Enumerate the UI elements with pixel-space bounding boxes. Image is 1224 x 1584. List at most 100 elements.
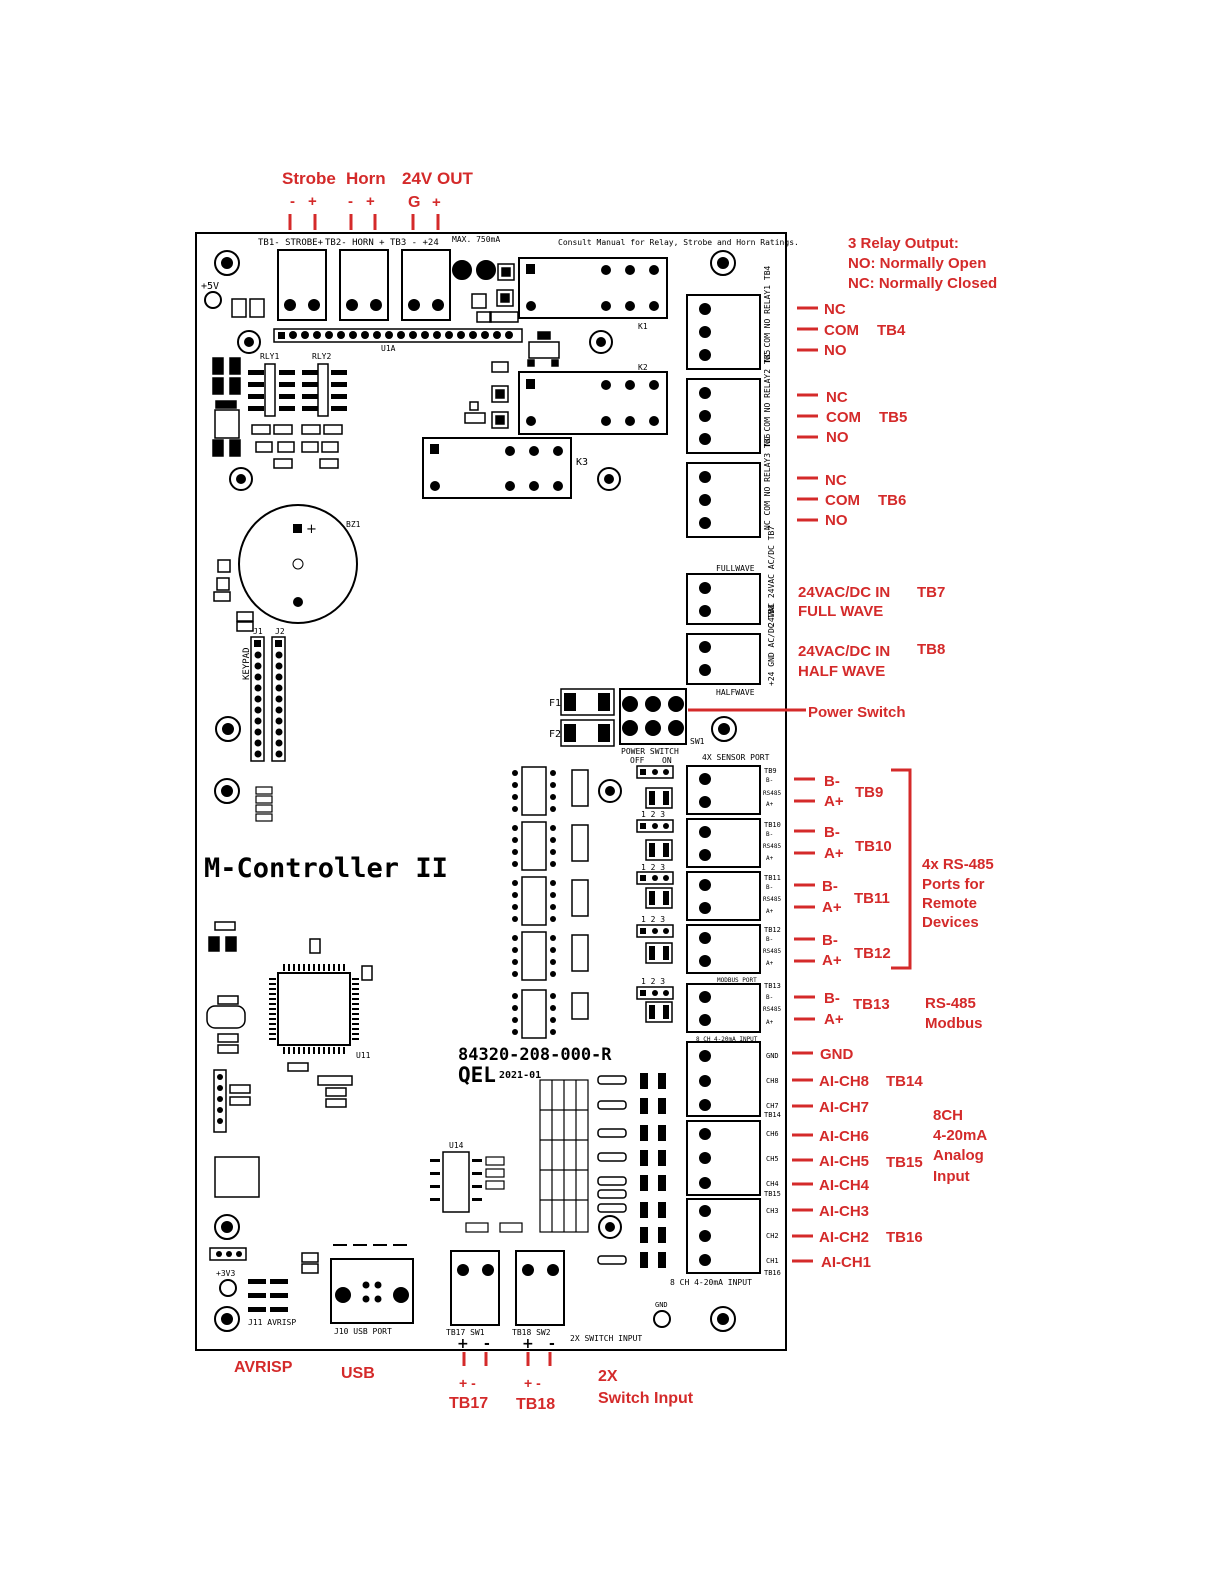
relay-output-nc: NC: Normally Closed <box>848 275 997 292</box>
switch-terminals: + - + - <box>450 1250 565 1352</box>
fullwave-label: FULLWAVE <box>716 564 755 573</box>
avrisp-label: J11 AVRISP <box>248 1318 296 1327</box>
buzzer: + <box>238 504 358 624</box>
tb17-board-minus: - <box>484 1336 490 1352</box>
tb10-a: A+ <box>824 845 844 862</box>
mcu-chip <box>269 964 359 1054</box>
tb7-line1: 24VAC/DC IN <box>798 584 890 601</box>
b-board: B- <box>766 884 773 891</box>
bz1-label: BZ1 <box>346 520 361 529</box>
a-board: A+ <box>766 960 774 967</box>
tb10-b: B- <box>824 824 840 841</box>
tb18-board-label: TB18 SW2 <box>512 1328 551 1337</box>
board-outline <box>195 232 787 1351</box>
analog-tb15: TB15 <box>886 1154 923 1171</box>
f2-label: F2 <box>549 729 561 740</box>
j2-label: J2 <box>275 627 285 636</box>
ch-board-label: CH6 <box>766 1130 779 1138</box>
relay-output-no: NO: Normally Open <box>848 255 986 272</box>
k1-label: K1 <box>638 322 648 331</box>
tb8-line1: 24VAC/DC IN <box>798 643 890 660</box>
ch-board-label: TB14 <box>764 1111 781 1119</box>
relay3-side-label: NC COM NO RELAY3 TB6 <box>763 433 772 530</box>
u1a-label: U1A <box>381 344 396 353</box>
strobe-label: Strobe <box>282 169 336 188</box>
j1-label: J1 <box>253 627 263 636</box>
u14-label: U14 <box>449 1141 464 1150</box>
gnd-label: GND <box>655 1301 668 1309</box>
power-terminals <box>686 573 761 685</box>
strobe-minus: - <box>290 193 295 210</box>
tb12-board-label: TB12 <box>764 926 781 934</box>
left-components <box>212 298 347 469</box>
analog-fuses <box>597 1073 666 1268</box>
analog-tb14: TB14 <box>886 1073 923 1090</box>
tb18-board-minus: - <box>549 1336 555 1352</box>
horn-label: Horn <box>346 169 386 188</box>
rs485-board: RS485 <box>763 896 781 903</box>
ch-board-label: CH4 <box>766 1180 779 1188</box>
p5v-label: +5V <box>201 281 219 292</box>
rs485-group-3: Remote <box>922 895 977 912</box>
left-mid-components <box>213 559 254 632</box>
analog-gnd: GND <box>820 1046 854 1063</box>
ai-ch5: AI-CH5 <box>819 1153 869 1170</box>
rs485-group-1: 4x RS-485 <box>922 856 994 873</box>
k3-label: K3 <box>576 457 588 468</box>
tb9-board-label: TB9 <box>764 767 777 775</box>
rs485-board: RS485 <box>763 1006 781 1013</box>
off-label: OFF <box>630 756 645 765</box>
power-switch-label: POWER SWITCH <box>621 747 679 756</box>
relay-terminals <box>686 294 761 538</box>
usb-port-label: J10 USB PORT <box>334 1327 392 1336</box>
relay1-no: NO <box>824 342 847 359</box>
rly2-label: RLY2 <box>312 352 331 361</box>
rs485-board: RS485 <box>763 790 781 797</box>
tb17-board-label: TB17 SW1 <box>446 1328 485 1337</box>
relay2-side-label: NC COM NO RELAY2 TB5 <box>763 349 772 446</box>
ai-ch4: AI-CH4 <box>819 1177 870 1194</box>
ai-ch8: AI-CH8 <box>819 1073 869 1090</box>
keypad-label: KEYPAD <box>242 647 252 680</box>
ch-board-label: GND <box>766 1052 779 1060</box>
a-board: A+ <box>766 1019 774 1026</box>
rs485-board: RS485 <box>763 948 781 955</box>
relay3-no: NO <box>825 512 848 529</box>
board-title: M-Controller II <box>204 853 448 884</box>
buzzer-plus: + <box>306 522 317 537</box>
tb8-side-label: +24 GND AC/DC TB8 <box>767 604 776 686</box>
ai-ch6: AI-CH6 <box>819 1128 869 1145</box>
switch-input-1: 2X <box>598 1368 618 1385</box>
relay1-side-label: NC COM NO RELAY1 TB4 <box>763 265 772 362</box>
ai-ch1: AI-CH1 <box>821 1254 871 1271</box>
relay2-tb: TB5 <box>879 409 907 426</box>
switch-input-2: Switch Input <box>598 1390 694 1407</box>
tb7-line2: FULL WAVE <box>798 603 883 620</box>
f1-label: F1 <box>549 698 561 709</box>
modbus-1: RS-485 <box>925 995 976 1012</box>
usb-annotation: USB <box>341 1365 375 1382</box>
tb3-label: TB3 - +24 <box>390 238 439 248</box>
modbus-2: Modbus <box>925 1015 983 1032</box>
tb11-board-label: TB11 <box>764 874 781 882</box>
ai-ch2: AI-CH2 <box>819 1229 869 1246</box>
left-lower-components <box>206 921 373 1312</box>
consult-label: Consult Manual for Relay, Strobe and Hor… <box>558 238 799 247</box>
ch-board-label: TB16 <box>764 1269 781 1277</box>
tb7-side-label: 24VAC 24VAC AC/DC TB7 <box>767 526 776 627</box>
ch-board-label: CH1 <box>766 1257 779 1265</box>
horn-plus: + <box>366 193 375 210</box>
a-board: A+ <box>766 908 774 915</box>
relay2-com: COM <box>826 409 861 426</box>
relay3-com: COM <box>825 492 860 509</box>
analog-terminals <box>686 1041 761 1274</box>
tb1-label: TB1- STROBE+ <box>258 238 324 248</box>
a-board: A+ <box>766 801 774 808</box>
ch-board-label: CH3 <box>766 1207 779 1215</box>
tb13-b: B- <box>824 990 840 1007</box>
horn-minus: - <box>348 193 353 210</box>
relay1-com: COM <box>824 322 859 339</box>
b-board: B- <box>766 936 773 943</box>
ch-board-label: CH7 <box>766 1102 779 1110</box>
relay3-tb: TB6 <box>878 492 906 509</box>
